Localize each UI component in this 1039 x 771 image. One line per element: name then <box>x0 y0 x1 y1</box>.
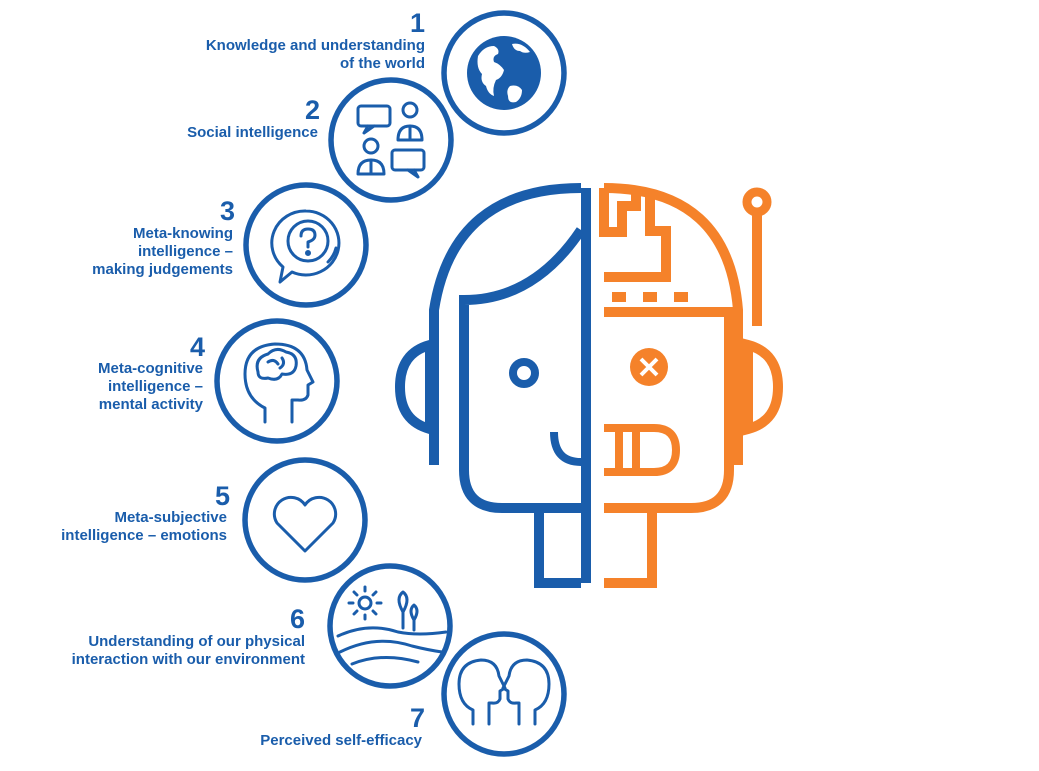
item-circle-2 <box>328 77 454 203</box>
item-label-7-line-1: Perceived self-efficacy <box>260 732 422 749</box>
conversation-icon <box>356 101 426 179</box>
item-label-6-line-2: interaction with our environment <box>71 651 305 668</box>
robot-circuit-1 <box>599 188 641 237</box>
question-bubble-icon <box>270 209 341 284</box>
item-label-5-line-2: intelligence – emotions <box>61 527 227 544</box>
item-number-2: 2 <box>304 95 320 125</box>
item-number-7: 7 <box>409 703 425 733</box>
item-number-3: 3 <box>219 196 235 226</box>
item-label-1-line-2: of the world <box>340 55 425 72</box>
human-face-half <box>394 183 591 588</box>
human-hair-outline <box>429 183 582 465</box>
item-label-3-line-1: Meta-knowing <box>133 225 233 242</box>
human-jaw <box>459 469 581 513</box>
human-ear <box>394 338 435 436</box>
human-neck <box>534 508 581 588</box>
robot-mouth <box>604 424 681 476</box>
robot-antenna-bulb <box>742 187 772 217</box>
item-label-1-line-1: Knowledge and understanding <box>205 37 425 54</box>
robot-face-half <box>599 183 784 588</box>
landscape-icon <box>336 585 448 666</box>
item-label-5: Meta-subjective intelligence – emotions <box>61 509 227 545</box>
item-label-6: Understanding of our physical interactio… <box>72 633 305 669</box>
item-label-3: Meta-knowing intelligence – making judge… <box>92 225 233 279</box>
robot-circuit-2 <box>604 191 671 282</box>
robot-ear <box>743 338 784 436</box>
item-label-5-line-1: Meta-subjective <box>114 509 227 526</box>
item-circle-3 <box>243 182 369 308</box>
human-eye <box>509 358 539 388</box>
item-circle-1 <box>441 10 567 136</box>
robot-eye-cross <box>639 357 659 377</box>
human-mouth <box>550 431 582 466</box>
item-label-3-line-3: making judgements <box>92 261 233 278</box>
item-label-4: Meta-cognitive intelligence – mental act… <box>98 360 203 414</box>
item-circle-7 <box>441 631 567 757</box>
item-label-6-line-1: Understanding of our physical <box>88 633 305 650</box>
item-number-1: 1 <box>409 8 425 38</box>
item-label-3-line-2: intelligence – <box>137 243 233 260</box>
robot-face-plate <box>604 307 734 513</box>
item-circle-5 <box>242 457 368 583</box>
item-label-4-line-3: mental activity <box>98 396 203 413</box>
item-label-4-line-1: Meta-cognitive <box>97 360 203 377</box>
item-label-4-line-2: intelligence – <box>107 378 203 395</box>
heart-icon <box>272 495 338 553</box>
item-label-7: Perceived self-efficacy <box>260 732 422 750</box>
item-circle-6 <box>327 563 453 689</box>
brain-head-icon <box>243 342 315 424</box>
item-number-5: 5 <box>214 481 230 511</box>
robot-neck <box>604 508 657 588</box>
item-number-4: 4 <box>189 332 205 362</box>
item-circle-4 <box>214 318 340 444</box>
human-fringe <box>459 227 586 470</box>
two-faces-icon <box>457 658 551 726</box>
item-label-2: Social intelligence <box>187 124 318 142</box>
globe-icon <box>467 36 541 110</box>
item-number-6: 6 <box>289 604 305 634</box>
item-label-2-line-1: Social intelligence <box>187 124 318 141</box>
item-label-1: Knowledge and understanding of the world <box>206 37 425 73</box>
